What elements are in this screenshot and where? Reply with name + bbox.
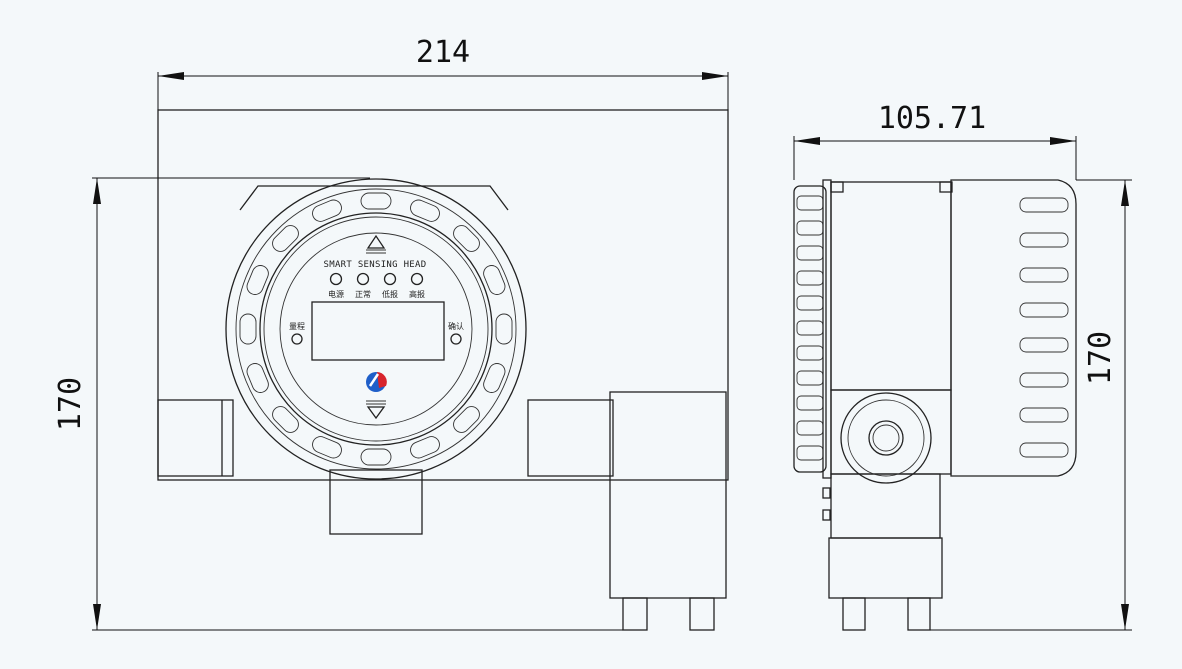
side-lower-section <box>830 389 952 475</box>
housing-inner-ring <box>259 212 493 446</box>
housing-mid-ring <box>235 188 517 470</box>
side-fin <box>796 270 824 286</box>
led-label-normal: 正常 <box>355 290 371 299</box>
led-label-power: 电源 <box>328 289 344 299</box>
led-high-alarm <box>410 272 424 286</box>
front-body-outline <box>157 109 729 481</box>
housing-lobes <box>239 192 513 466</box>
housing-lobe <box>246 265 269 295</box>
housing-lobe <box>360 192 392 210</box>
side-fin <box>796 195 824 211</box>
led-power <box>329 272 343 286</box>
down-triangle-icon <box>366 406 386 420</box>
up-triangle-icon <box>366 234 386 249</box>
side-gland-outer <box>840 392 932 484</box>
housing-lobe <box>483 363 506 393</box>
side-slot <box>1019 232 1069 248</box>
side-fin <box>796 445 824 461</box>
right-button-label: 确认 <box>448 321 464 331</box>
side-view <box>793 179 1077 631</box>
left-fitting <box>157 399 234 477</box>
side-fin <box>796 295 824 311</box>
right-fitting <box>527 399 614 477</box>
side-fin <box>796 220 824 236</box>
side-foot-left <box>842 597 866 631</box>
side-flange <box>822 179 832 479</box>
side-slot <box>1019 337 1069 353</box>
side-fin <box>796 345 824 361</box>
left-button-label: 量程 <box>289 322 305 331</box>
side-slot <box>1019 197 1069 213</box>
side-slot <box>1019 267 1069 283</box>
side-left-fins <box>796 195 824 461</box>
housing-lobe <box>483 265 506 295</box>
side-height-label: 170 <box>1083 331 1118 385</box>
front-height-label: 170 <box>53 377 88 431</box>
side-junction-box <box>828 537 943 599</box>
side-right-cover <box>950 179 1077 477</box>
housing-lobe <box>272 225 299 252</box>
side-gland-inner <box>868 420 904 456</box>
front-width-label: 214 <box>416 35 470 70</box>
side-height-dimension: 170 <box>930 179 1132 631</box>
side-fin <box>796 320 824 336</box>
led-low-alarm <box>383 272 397 286</box>
housing-lobe <box>246 363 269 393</box>
housing-lobe <box>410 436 440 459</box>
side-slot <box>1019 372 1069 388</box>
housing-lobe <box>453 225 480 252</box>
housing-lobe <box>410 199 440 222</box>
right-button <box>450 333 462 345</box>
left-button <box>291 333 303 345</box>
side-fin <box>796 420 824 436</box>
side-width-dimension: 105.71 <box>793 101 1077 180</box>
front-height-dimension: 170 <box>53 177 623 631</box>
window-ring <box>279 232 473 426</box>
housing-lobe <box>272 406 299 433</box>
side-slot <box>1019 442 1069 458</box>
side-slot <box>1019 302 1069 318</box>
side-width-label: 105.71 <box>878 101 986 136</box>
housing-lobe <box>312 436 342 459</box>
front-width-dimension: 214 <box>157 35 729 110</box>
lcd-display <box>311 301 445 361</box>
panel-brand-text: SMART SENSING HEAD <box>324 260 427 270</box>
side-main-body <box>830 181 952 391</box>
junction-foot-left <box>622 597 648 631</box>
junction-box <box>609 391 727 599</box>
junction-foot-right <box>689 597 715 631</box>
side-left-cap <box>793 185 827 473</box>
side-fin <box>796 245 824 261</box>
side-fin <box>796 370 824 386</box>
side-fin <box>796 395 824 411</box>
housing-outer-ring <box>225 178 527 480</box>
bottom-neck <box>329 469 423 535</box>
housing-lobe <box>312 199 342 222</box>
housing-lobe <box>453 406 480 433</box>
housing-lobe <box>495 313 513 345</box>
led-label-high-alarm: 高报 <box>409 289 425 299</box>
front-view: SMART SENSING HEAD 电源 正常 低报 高报 量程 确认 <box>157 109 729 631</box>
led-label-low-alarm: 低报 <box>382 289 398 299</box>
housing-lobe <box>239 313 257 345</box>
housing-lobe <box>360 448 392 466</box>
side-foot-right <box>907 597 931 631</box>
brand-logo-icon <box>366 372 387 392</box>
housing-shoulder <box>239 185 509 211</box>
led-normal <box>356 272 370 286</box>
side-slot <box>1019 407 1069 423</box>
side-right-slots <box>1019 197 1069 458</box>
